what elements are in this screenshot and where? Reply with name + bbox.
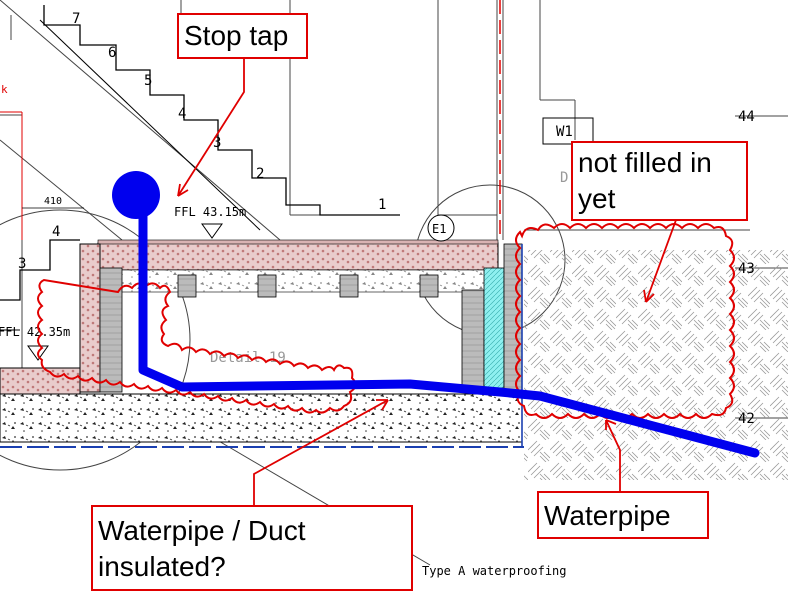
- joist-blocks: [177, 274, 439, 298]
- ffl-upper-marker: [201, 223, 223, 239]
- door-tag: D: [560, 170, 568, 186]
- stair-number: 3: [213, 135, 221, 151]
- callout-duct: Waterpipe / Duct insulated?: [91, 505, 413, 591]
- right-wall-dark: [503, 243, 523, 395]
- stair-number: 5: [144, 73, 152, 89]
- left-grey-wall: [99, 267, 123, 393]
- window-tag: W1: [556, 124, 573, 140]
- level-42: 42: [738, 411, 755, 427]
- level-44: 44: [738, 109, 755, 125]
- callout-arrows: [177, 58, 677, 506]
- waterpipe-line: [138, 205, 760, 458]
- ffl-lower-marker: [27, 345, 49, 361]
- upper-stair: [43, 5, 400, 216]
- slab-topping: [97, 239, 499, 245]
- callout-not-filled: not filled in yet: [571, 141, 748, 221]
- stair-number: 6: [108, 45, 116, 61]
- lower-floor-slab: [0, 367, 81, 395]
- stair-number: 4: [178, 106, 186, 122]
- waterproofing-note: Type A waterproofing: [422, 564, 567, 578]
- right-grey-wall: [461, 289, 485, 391]
- left-brick-wall: [79, 243, 101, 393]
- stair-number: 3: [18, 256, 26, 272]
- lower-stair: [0, 239, 80, 301]
- edge-letter: k: [1, 83, 8, 96]
- callout-not-filled-line1: not filled in: [578, 147, 712, 178]
- callout-waterpipe: Waterpipe: [537, 491, 709, 539]
- stair-numbers: 7 6 5 4 3 2 1 4 3: [18, 11, 386, 272]
- callout-duct-line2: insulated?: [98, 551, 226, 582]
- callout-stop-tap-text: Stop tap: [184, 20, 288, 51]
- stair-number: 1: [378, 197, 386, 213]
- backfill-revision-cloud: [515, 223, 735, 419]
- section-tag-circle: [427, 214, 455, 242]
- upper-stair-underside: [39, 19, 261, 231]
- ffl-lower-label: FFL 42.35m: [0, 325, 70, 339]
- stop-tap-icon: [112, 171, 160, 219]
- stair-number: 4: [52, 224, 60, 240]
- cavity-revision-cloud: [37, 278, 357, 414]
- callout-duct-line1: Waterpipe / Duct: [98, 515, 306, 546]
- callout-not-filled-line2: yet: [578, 183, 616, 214]
- section-tag: E1: [432, 222, 446, 236]
- insulation-cyan: [483, 267, 505, 389]
- window-tag-box: [542, 117, 594, 145]
- callout-stop-tap: Stop tap: [177, 13, 308, 59]
- background-linework: [0, 0, 788, 566]
- backfill-soil: [524, 250, 788, 480]
- base-slab-gravel: [0, 394, 522, 442]
- stair-number: 2: [256, 166, 264, 182]
- upper-floor-slab: [97, 242, 499, 271]
- callout-waterpipe-text: Waterpipe: [544, 500, 671, 531]
- level-43: 43: [738, 261, 755, 277]
- dimension-410: 410: [44, 196, 62, 207]
- stair-number: 7: [72, 11, 80, 27]
- slab-infill-gravel: [120, 270, 500, 292]
- ffl-upper-label: FFL 43.15m: [174, 205, 246, 219]
